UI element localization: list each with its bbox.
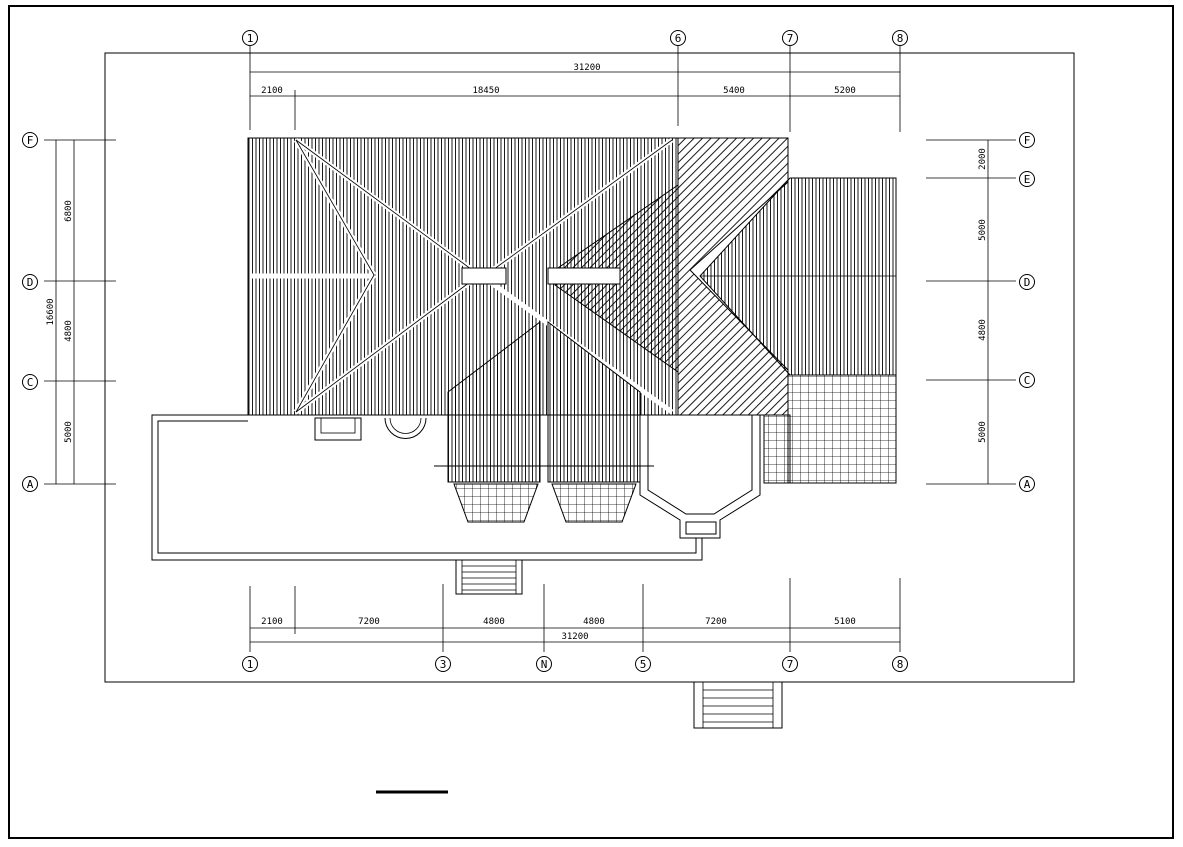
top-dim-overall: 31200	[573, 63, 600, 73]
bottom-dim-6: 5100	[834, 617, 856, 627]
svg-text:D: D	[1024, 276, 1031, 289]
roof	[247, 137, 897, 523]
axis-bubble-right-e: E	[1019, 171, 1035, 187]
front-gable-left	[447, 320, 541, 483]
axis-bubble-bottom-n: N	[536, 656, 552, 672]
front-terrace	[151, 414, 761, 561]
axis-bubble-right-d: D	[1019, 274, 1035, 290]
svg-text:8: 8	[897, 32, 904, 45]
axis-bubble-bottom-5: 5	[635, 656, 651, 672]
bottom-dimension-lines	[249, 578, 901, 652]
axis-bubble-left-f: F	[22, 132, 38, 148]
svg-text:F: F	[1024, 134, 1031, 147]
left-dim-overall: 16600	[46, 298, 56, 325]
sheet-frame	[8, 5, 1174, 839]
svg-text:7: 7	[787, 32, 794, 45]
front-steps	[455, 559, 523, 595]
right-dim-4: 5000	[978, 421, 988, 443]
axis-bubble-right-c: C	[1019, 372, 1035, 388]
top-dimension-lines	[249, 46, 901, 132]
axis-bubble-bottom-7: 7	[782, 656, 798, 672]
svg-text:8: 8	[897, 658, 904, 671]
left-dim-3: 5000	[64, 421, 74, 443]
svg-text:D: D	[27, 276, 34, 289]
bottom-dim-5: 7200	[705, 617, 727, 627]
bay-window-right	[551, 483, 637, 523]
main-roof-ridge-vent	[461, 267, 507, 285]
main-roof-hip-edges	[295, 139, 673, 413]
site-steps	[693, 681, 783, 729]
tiled-terrace	[787, 374, 897, 484]
axis-bubble-top-6: 6	[670, 30, 686, 46]
svg-text:6: 6	[675, 32, 682, 45]
svg-text:N: N	[541, 658, 548, 671]
left-dimension-lines	[44, 139, 116, 485]
svg-text:C: C	[1024, 374, 1031, 387]
axis-bubble-left-d: D	[22, 274, 38, 290]
axis-bubble-top-8: 8	[892, 30, 908, 46]
svg-text:5: 5	[640, 658, 647, 671]
axis-bubble-bottom-3: 3	[435, 656, 451, 672]
bottom-dim-1: 2100	[261, 617, 283, 627]
diagonal-roof-band	[554, 137, 789, 416]
top-dim-2: 18450	[472, 86, 499, 96]
axis-bubble-top-1: 1	[242, 30, 258, 46]
bottom-dim-3: 4800	[483, 617, 505, 627]
svg-text:1: 1	[247, 658, 254, 671]
bottom-dim-overall: 31200	[561, 632, 588, 642]
bottom-dim-4: 4800	[583, 617, 605, 627]
round-feature	[384, 417, 427, 439]
bay-window-left	[453, 483, 539, 523]
svg-text:3: 3	[440, 658, 447, 671]
axis-bubble-right-f: F	[1019, 132, 1035, 148]
axis-bubble-left-c: C	[22, 374, 38, 390]
axis-bubble-bottom-1: 1	[242, 656, 258, 672]
right-dim-1: 2000	[978, 148, 988, 170]
top-dim-3: 5400	[723, 86, 745, 96]
top-dim-4: 5200	[834, 86, 856, 96]
left-dim-2: 4800	[64, 320, 74, 342]
bottom-dim-2: 7200	[358, 617, 380, 627]
right-dim-3: 4800	[978, 319, 988, 341]
svg-text:E: E	[1024, 173, 1031, 186]
axis-bubble-top-7: 7	[782, 30, 798, 46]
svg-text:A: A	[27, 478, 34, 491]
roof-vent-center	[547, 267, 621, 285]
chimney	[314, 417, 362, 441]
svg-text:1: 1	[247, 32, 254, 45]
top-dim-1: 2100	[261, 86, 283, 96]
svg-text:F: F	[27, 134, 34, 147]
left-dim-1: 6800	[64, 200, 74, 222]
svg-text:7: 7	[787, 658, 794, 671]
axis-bubble-left-a: A	[22, 476, 38, 492]
axis-bubble-right-a: A	[1019, 476, 1035, 492]
axis-bubble-bottom-8: 8	[892, 656, 908, 672]
right-dim-2: 5000	[978, 219, 988, 241]
site-boundary	[104, 52, 1075, 683]
tiled-terrace-lower	[763, 414, 791, 484]
svg-text:C: C	[27, 376, 34, 389]
svg-text:A: A	[1024, 478, 1031, 491]
right-dimension-lines	[926, 139, 1016, 485]
axis-bubbles: 1 6 7 8 1 3 N 5 7 8 F D C A F E D C A	[22, 30, 1035, 672]
